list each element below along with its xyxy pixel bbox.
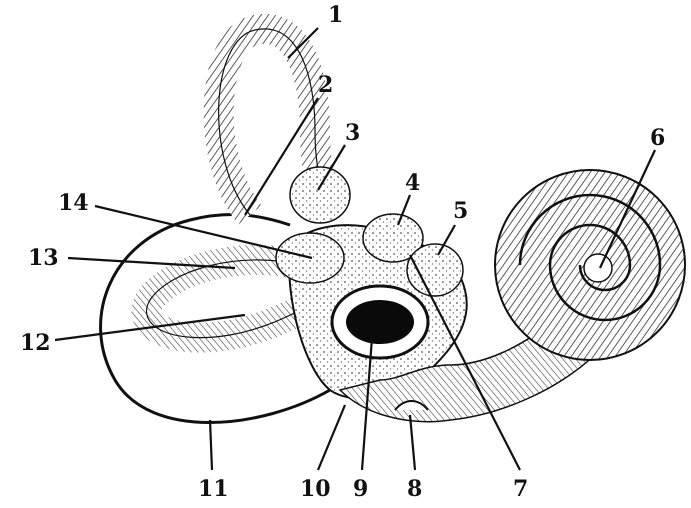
label-5: 5	[453, 198, 468, 224]
label-12: 12	[20, 330, 51, 356]
label-7: 7	[513, 476, 528, 502]
label-10: 10	[300, 476, 331, 502]
ampulla	[290, 167, 350, 223]
label-9: 9	[353, 476, 368, 502]
label-4: 4	[405, 170, 420, 196]
label-11: 11	[198, 476, 229, 502]
label-14: 14	[58, 190, 89, 216]
label-13: 13	[28, 245, 59, 271]
label-6: 6	[650, 125, 665, 151]
cochlea	[495, 170, 685, 360]
label-2: 2	[318, 72, 333, 98]
label-8: 8	[407, 476, 422, 502]
label-1: 1	[328, 2, 343, 28]
oval-window	[346, 300, 414, 344]
label-3: 3	[345, 120, 360, 146]
cochlear-recess	[407, 244, 463, 296]
